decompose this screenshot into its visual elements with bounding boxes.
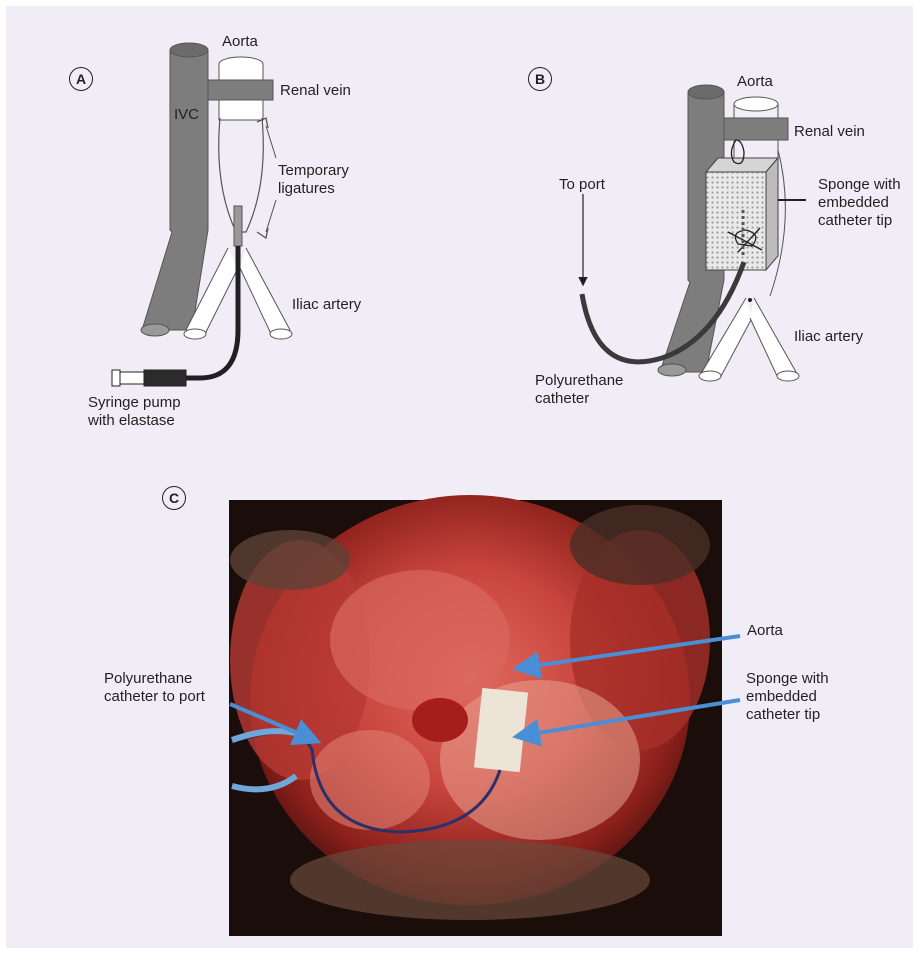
label-c-aorta: Aorta bbox=[747, 622, 783, 640]
syringe-pump-icon bbox=[112, 370, 186, 386]
label-a-temporary-ligatures: Temporary ligatures bbox=[278, 162, 349, 198]
panel-a-drawing bbox=[112, 43, 292, 386]
label-a-ivc: IVC bbox=[174, 106, 199, 124]
label-c-sponge: Sponge with embedded catheter tip bbox=[746, 670, 829, 724]
renal-vein-vessel bbox=[208, 80, 273, 100]
label-b-to-port: To port bbox=[559, 176, 605, 194]
panel-letter-c: C bbox=[162, 486, 186, 510]
label-b-sponge: Sponge with embedded catheter tip bbox=[818, 176, 901, 230]
panel-b-drawing bbox=[582, 85, 806, 381]
label-a-aorta: Aorta bbox=[222, 33, 258, 51]
label-b-renal-vein: Renal vein bbox=[794, 123, 865, 141]
label-a-syringe-pump: Syringe pump with elastase bbox=[88, 394, 181, 430]
panel-letter-a: A bbox=[69, 67, 93, 91]
label-b-iliac-artery: Iliac artery bbox=[794, 328, 863, 346]
ivc-vessel bbox=[142, 50, 208, 330]
label-c-polyurethane-catheter: Polyurethane catheter to port bbox=[104, 670, 205, 706]
panel-letter-b: B bbox=[528, 67, 552, 91]
label-b-polyurethane-catheter: Polyurethane catheter bbox=[535, 372, 623, 408]
label-a-iliac-artery: Iliac artery bbox=[292, 296, 361, 314]
label-a-renal-vein: Renal vein bbox=[280, 82, 351, 100]
label-b-aorta: Aorta bbox=[737, 73, 773, 91]
photo-sponge bbox=[474, 688, 528, 772]
